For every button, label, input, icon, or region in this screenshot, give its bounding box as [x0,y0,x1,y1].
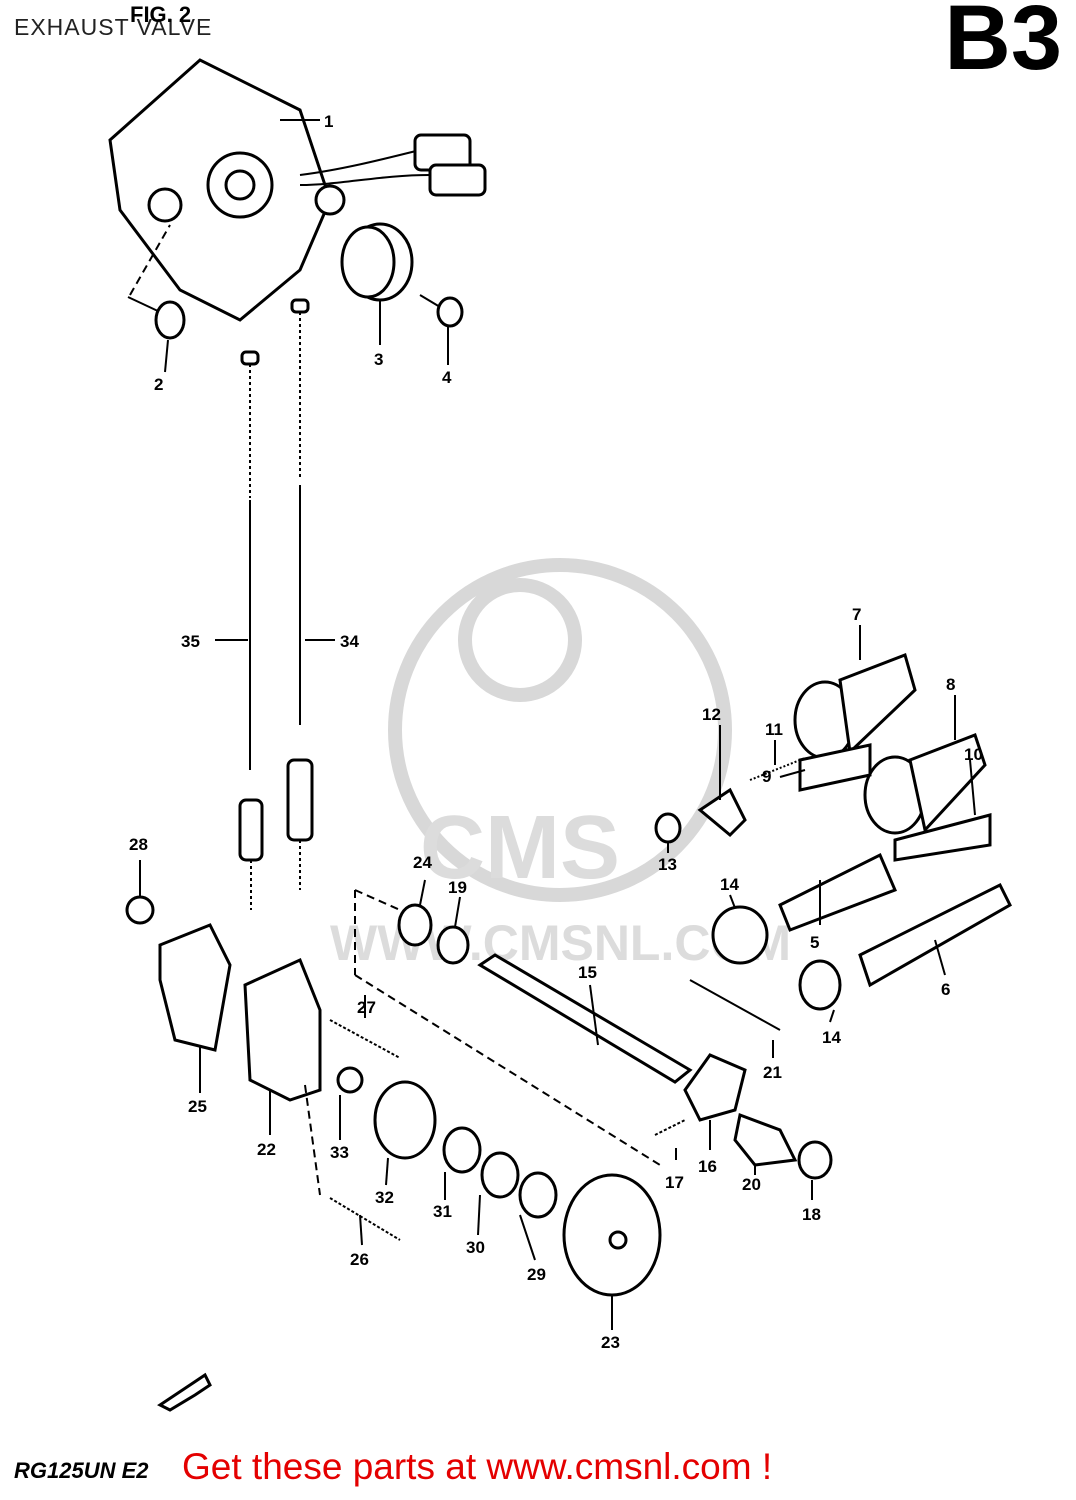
lever-bolt [654,1119,686,1136]
screw-13 [654,812,682,844]
callout-9: 9 [762,767,771,786]
callout-32: 32 [375,1188,394,1207]
callout-21: 21 [763,1063,782,1082]
valve-blade-10 [893,813,992,862]
callout-13: 13 [658,855,677,874]
callout-14b: 14 [822,1028,841,1047]
actuator-housing [108,58,487,322]
nut [125,895,155,925]
section-code: B3 [944,0,1062,89]
callout-26: 26 [350,1250,369,1269]
valve-6 [858,882,1012,988]
bearing [436,925,470,965]
return-spring [480,1151,520,1199]
callout-5: 5 [810,933,819,952]
watermark-brand: CMS [420,798,620,898]
control-cable-34 [286,298,314,890]
callout-33: 33 [330,1143,349,1162]
figure-number: FIG. 2 [130,2,192,27]
callout-16: 16 [698,1157,717,1176]
valve-5 [778,852,897,932]
callout-30: 30 [466,1238,485,1257]
promo-link[interactable]: Get these parts at www.cmsnl.com ! [182,1446,773,1487]
callout-23: 23 [601,1333,620,1352]
callout-28: 28 [129,835,148,854]
callout-27: 27 [357,998,376,1017]
bushing [442,1126,482,1174]
callout-20: 20 [742,1175,761,1194]
callout-7: 7 [852,605,861,624]
callout-18: 18 [802,1205,821,1224]
callout-11: 11 [765,720,783,739]
callout-12: 12 [702,705,721,724]
control-cable-35 [238,350,264,910]
valve-housing [243,957,322,1102]
callout-4: 4 [442,368,452,387]
stud-bolt-26 [329,1197,401,1241]
pin-rod [689,979,781,1031]
callout-2: 2 [154,375,163,394]
end-bushing [797,1140,833,1180]
oil-seal [397,903,433,947]
collar [733,1112,798,1167]
callout-1: 1 [324,112,333,131]
callout-15: 15 [578,963,597,982]
mounting-screw [127,296,186,340]
callout-25: 25 [188,1097,207,1116]
bush-upper [711,905,769,965]
cable-pulley [340,222,414,302]
callout-35: 35 [181,632,200,651]
valve-drum-8 [863,733,987,835]
callout-31: 31 [433,1202,452,1221]
watermark-logo: CMS WWW.CMSNL.COM [330,558,791,971]
valve-lever [683,1053,747,1122]
valve-drum-7 [793,653,917,760]
callout-14a: 14 [720,875,739,894]
front-arrow-icon [157,1372,212,1412]
gasket [158,923,232,1052]
callout-10: 10 [964,745,983,764]
callout-8: 8 [946,675,955,694]
pulley-bolt [419,294,464,328]
callout-24: 24 [413,853,432,872]
callout-19: 19 [448,878,467,897]
callout-3: 3 [374,350,383,369]
drive-pulley [373,1080,437,1160]
callout-22: 22 [257,1140,276,1159]
model-code: RG125UN E2 [14,1458,149,1483]
callout-17: 17 [665,1173,684,1192]
stopper-plate [518,1171,558,1219]
valve-blade-9 [798,743,872,792]
callout-6: 6 [941,980,950,999]
spring-11 [749,757,806,781]
stud-bolt-27 [329,1019,401,1059]
callout-29: 29 [527,1265,546,1284]
page-title: EXHAUST VALVE [14,14,213,40]
bush-lower [798,959,842,1011]
fitting [336,1066,364,1094]
callout-34: 34 [340,632,359,651]
valve-shaft [477,953,693,1084]
